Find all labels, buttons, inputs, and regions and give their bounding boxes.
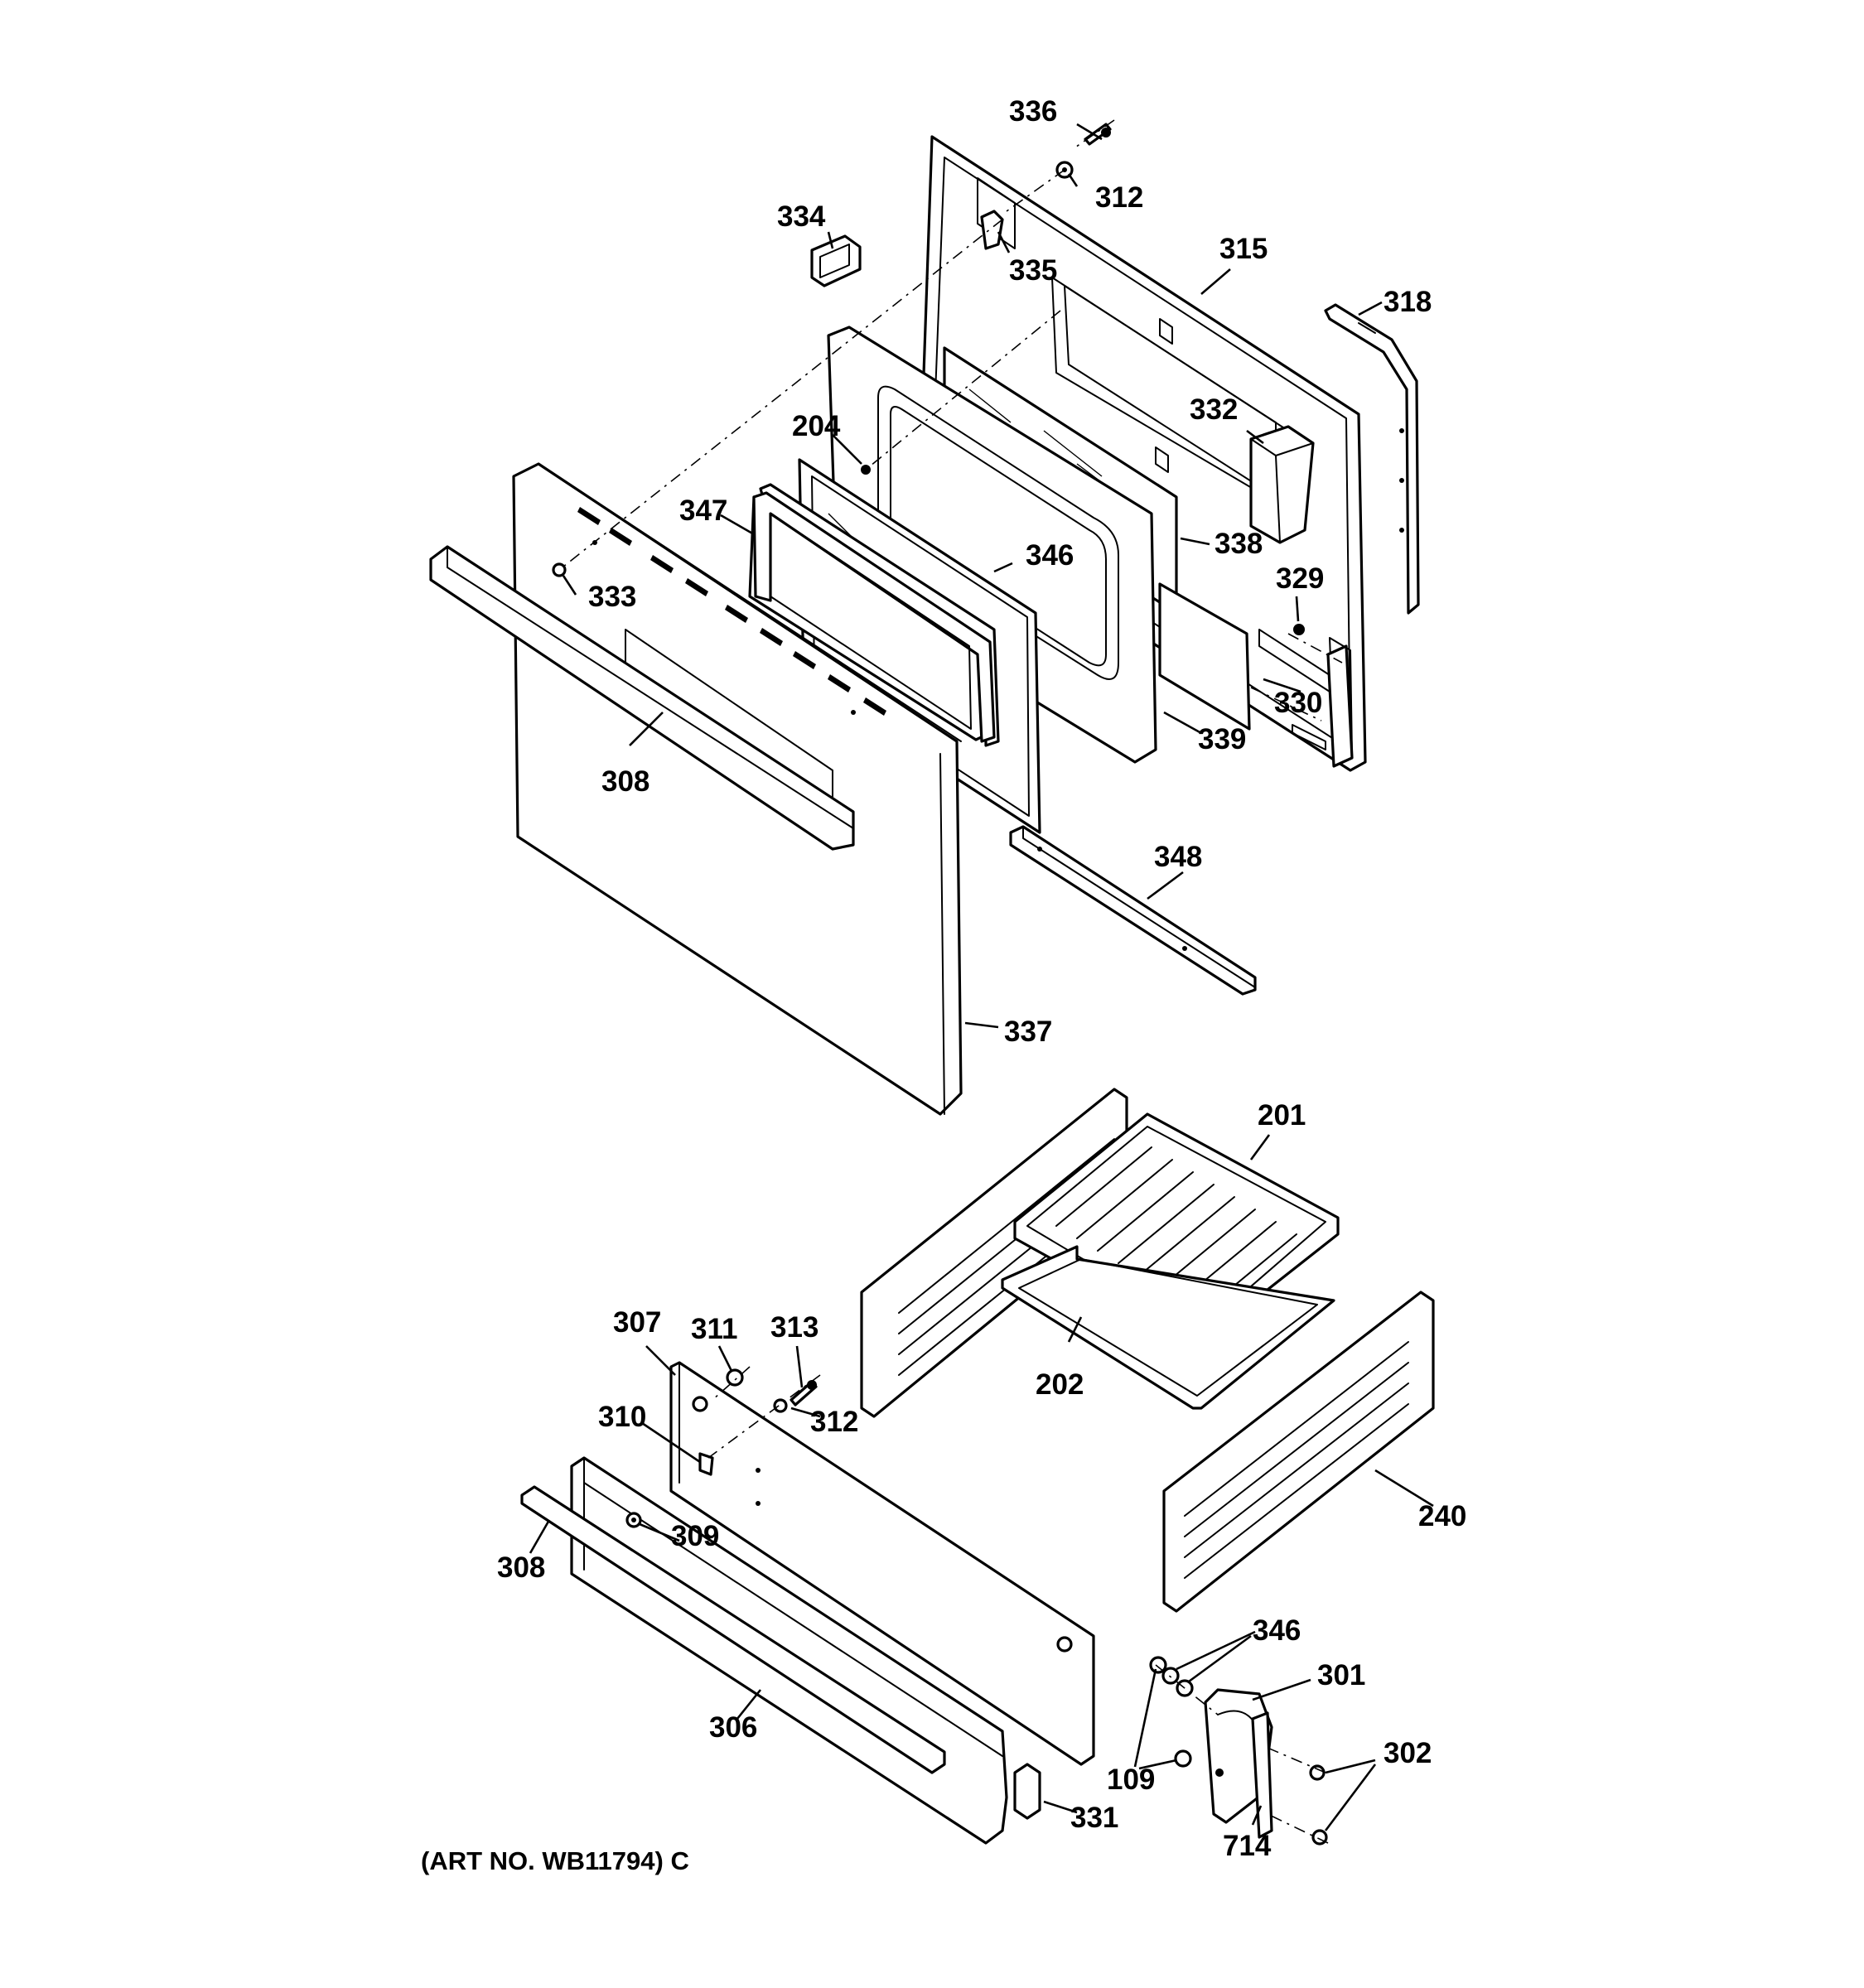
latch-block-332	[1249, 425, 1315, 544]
label-302: 302	[1384, 1737, 1432, 1769]
broiler-pan-202	[1001, 1245, 1335, 1410]
label-329: 329	[1276, 562, 1324, 595]
clip-310	[698, 1452, 714, 1476]
label-336: 336	[1009, 95, 1057, 128]
label-109: 109	[1107, 1764, 1155, 1796]
alignment-lines	[558, 119, 1343, 1844]
clip-335	[980, 210, 1004, 250]
art-number-caption: (ART NO. WB11794) C	[421, 1846, 689, 1875]
bottom-rail-348	[1009, 825, 1257, 996]
label-240: 240	[1418, 1500, 1466, 1532]
lower-insulation-339	[1158, 582, 1251, 731]
screw-309	[625, 1512, 642, 1528]
label-318: 318	[1384, 286, 1432, 318]
label-312-top: 312	[1095, 181, 1143, 214]
label-338: 338	[1214, 528, 1263, 560]
label-335: 335	[1009, 254, 1057, 287]
part-labels: 336 312 334 335 315 318 332 204 347 346 …	[497, 95, 1466, 1862]
side-trim-318	[1324, 303, 1420, 615]
label-308-top: 308	[601, 765, 650, 798]
door-handle-308-upper	[429, 545, 855, 851]
outer-door-337	[512, 462, 963, 1116]
label-332: 332	[1190, 393, 1238, 426]
nut-109	[1174, 1749, 1192, 1768]
label-337: 337	[1004, 1016, 1052, 1048]
vent-slots	[577, 507, 886, 716]
label-201: 201	[1258, 1099, 1306, 1132]
screw-336	[1084, 123, 1112, 146]
bracket-334	[810, 234, 862, 287]
window-gasket-347	[748, 483, 1000, 747]
label-307: 307	[613, 1306, 661, 1339]
label-312-bottom: 312	[810, 1406, 858, 1438]
label-333: 333	[588, 581, 636, 613]
screw-329	[1293, 624, 1305, 635]
label-339: 339	[1198, 723, 1246, 755]
hinge-arm-714	[1251, 1711, 1273, 1839]
leader-lines	[529, 123, 1434, 1831]
label-346-bottom: 346	[1253, 1614, 1301, 1647]
label-306: 306	[709, 1711, 757, 1744]
label-348: 348	[1154, 841, 1202, 873]
bracket-331	[1013, 1763, 1041, 1820]
label-313: 313	[770, 1311, 819, 1344]
broiler-grid-201	[1013, 1112, 1340, 1344]
washer-312-lower	[773, 1398, 788, 1413]
screws-302	[1309, 1764, 1328, 1846]
label-310: 310	[598, 1401, 646, 1433]
label-204: 204	[792, 410, 841, 442]
drawer-back-307	[669, 1361, 1095, 1766]
label-714: 714	[1223, 1830, 1272, 1862]
label-331: 331	[1070, 1802, 1118, 1834]
screw-313	[790, 1380, 818, 1407]
label-202: 202	[1036, 1368, 1084, 1401]
drawer-side-right-240	[1162, 1291, 1435, 1613]
label-301: 301	[1317, 1659, 1365, 1691]
label-347: 347	[679, 495, 727, 527]
hinge-330	[1292, 644, 1354, 768]
label-311: 311	[691, 1313, 737, 1345]
label-334: 334	[777, 200, 826, 233]
label-315: 315	[1219, 233, 1268, 265]
label-308-bottom: 308	[497, 1551, 545, 1584]
label-346-top: 346	[1026, 539, 1074, 572]
drawer-handle-308-lower	[520, 1485, 946, 1774]
label-330: 330	[1274, 687, 1322, 719]
nut-311	[726, 1368, 744, 1387]
washers-346	[1149, 1656, 1194, 1697]
label-309: 309	[671, 1520, 719, 1552]
